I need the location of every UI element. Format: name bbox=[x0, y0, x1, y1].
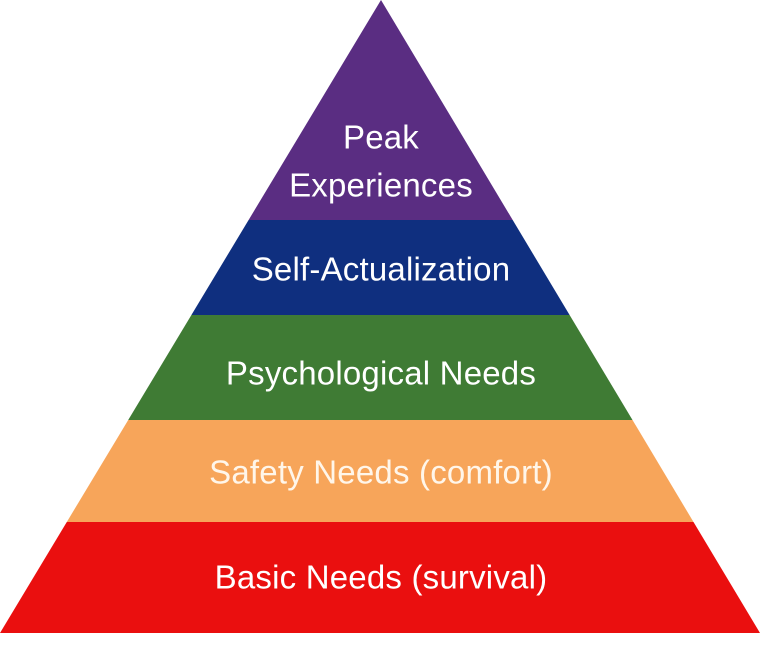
tier-safety bbox=[66, 420, 694, 522]
tier-basic bbox=[0, 522, 760, 633]
tier-label-peak-line-1: Peak bbox=[343, 119, 419, 156]
tier-label-basic: Basic Needs (survival) bbox=[215, 559, 548, 596]
tier-peak bbox=[248, 0, 513, 220]
pyramid-tiers bbox=[0, 0, 760, 633]
tier-label-safety: Safety Needs (comfort) bbox=[209, 454, 553, 491]
tier-label-peak-line-2: Experiences bbox=[289, 167, 473, 204]
tier-label-self-actualization: Self-Actualization bbox=[252, 251, 511, 288]
pyramid-labels: PeakExperiencesSelf-ActualizationPsychol… bbox=[209, 119, 553, 596]
tier-self-actualization bbox=[191, 220, 570, 315]
tier-label-psychological: Psychological Needs bbox=[226, 355, 536, 392]
tier-psychological bbox=[128, 315, 633, 420]
